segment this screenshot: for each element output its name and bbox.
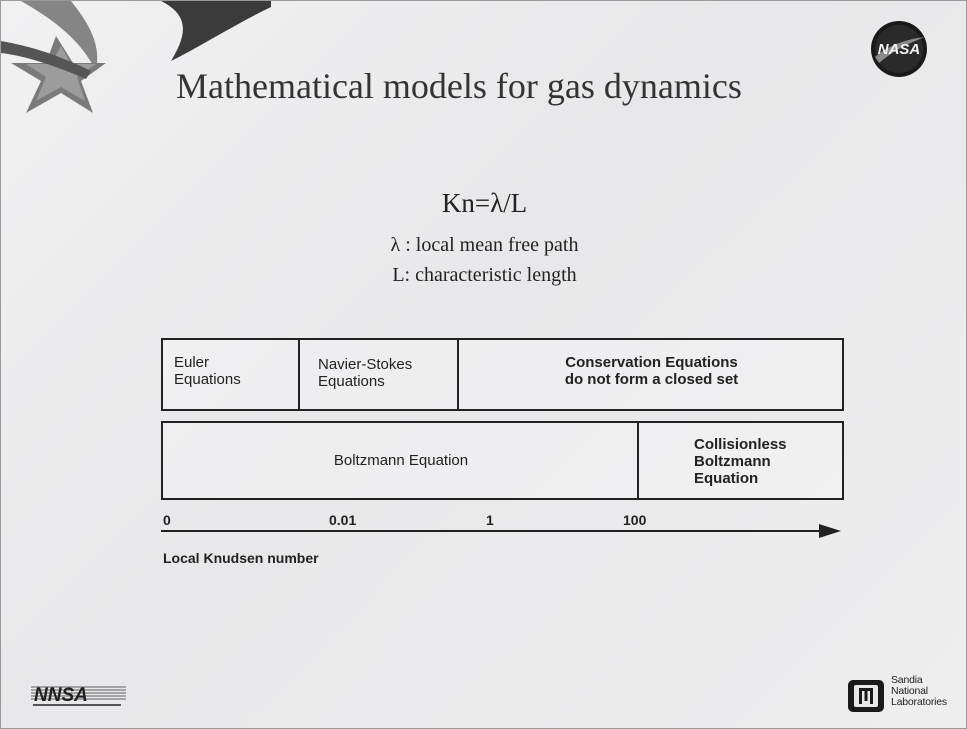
collisionless-line-3: Equation bbox=[694, 470, 759, 487]
kinetic-models-row: Boltzmann Equation Collisionless Boltzma… bbox=[161, 421, 844, 500]
collisionless-line-1: Collisionless bbox=[694, 436, 787, 453]
euler-line-1: Euler bbox=[174, 354, 210, 371]
lambda-definition: λ : local mean free path bbox=[390, 234, 579, 256]
boltzmann-equation-cell: Boltzmann Equation bbox=[333, 452, 469, 469]
axis-arrowhead-icon bbox=[819, 524, 841, 538]
nasa-logo-text: NASA bbox=[878, 41, 921, 58]
axis-label: Local Knudsen number bbox=[163, 550, 319, 566]
sandia-line-1: Sandia bbox=[891, 674, 923, 686]
divider bbox=[637, 423, 639, 498]
collisionless-boltzmann-cell: Collisionless Boltzmann Equation bbox=[694, 436, 787, 498]
nnsa-logo: NNSA bbox=[31, 685, 126, 706]
divider bbox=[298, 340, 300, 409]
knudsen-axis-line bbox=[161, 530, 826, 532]
star-swoosh-graphic bbox=[1, 1, 271, 113]
axis-tick-label: 1 bbox=[486, 512, 494, 528]
nnsa-logo-text: NNSA bbox=[34, 685, 88, 706]
sandia-line-3: Laboratories bbox=[891, 696, 947, 708]
navier-stokes-line-2: Equations bbox=[318, 373, 385, 390]
axis-tick-label: 100 bbox=[623, 512, 647, 528]
continuum-models-row: Euler Equations Navier-Stokes Equations … bbox=[161, 338, 844, 411]
nasa-logo: NASA bbox=[871, 21, 927, 77]
length-definition: L: characteristic length bbox=[392, 264, 577, 286]
conservation-line-2: do not form a closed set bbox=[564, 371, 739, 388]
knudsen-formula: Kn=λ/L bbox=[441, 188, 528, 218]
conservation-line-1: Conservation Equations bbox=[565, 354, 738, 371]
navier-stokes-line-1: Navier-Stokes bbox=[318, 356, 413, 373]
navier-stokes-cell: Navier-Stokes Equations bbox=[318, 356, 412, 409]
collisionless-line-2: Boltzmann bbox=[694, 453, 771, 470]
conservation-cell: Conservation Equations do not form a clo… bbox=[461, 354, 842, 409]
sandia-logo bbox=[848, 680, 884, 712]
axis-tick-label: 0.01 bbox=[329, 512, 357, 528]
slide-title: Mathematical models for gas dynamics bbox=[176, 66, 742, 106]
divider bbox=[457, 340, 459, 409]
axis-tick-label: 0 bbox=[163, 512, 171, 528]
euler-line-2: Equations bbox=[174, 371, 241, 388]
sandia-logo-text: Sandia National Laboratories bbox=[891, 675, 947, 708]
sandia-line-2: National bbox=[891, 685, 928, 697]
euler-equations-cell: Euler Equations bbox=[174, 354, 241, 409]
